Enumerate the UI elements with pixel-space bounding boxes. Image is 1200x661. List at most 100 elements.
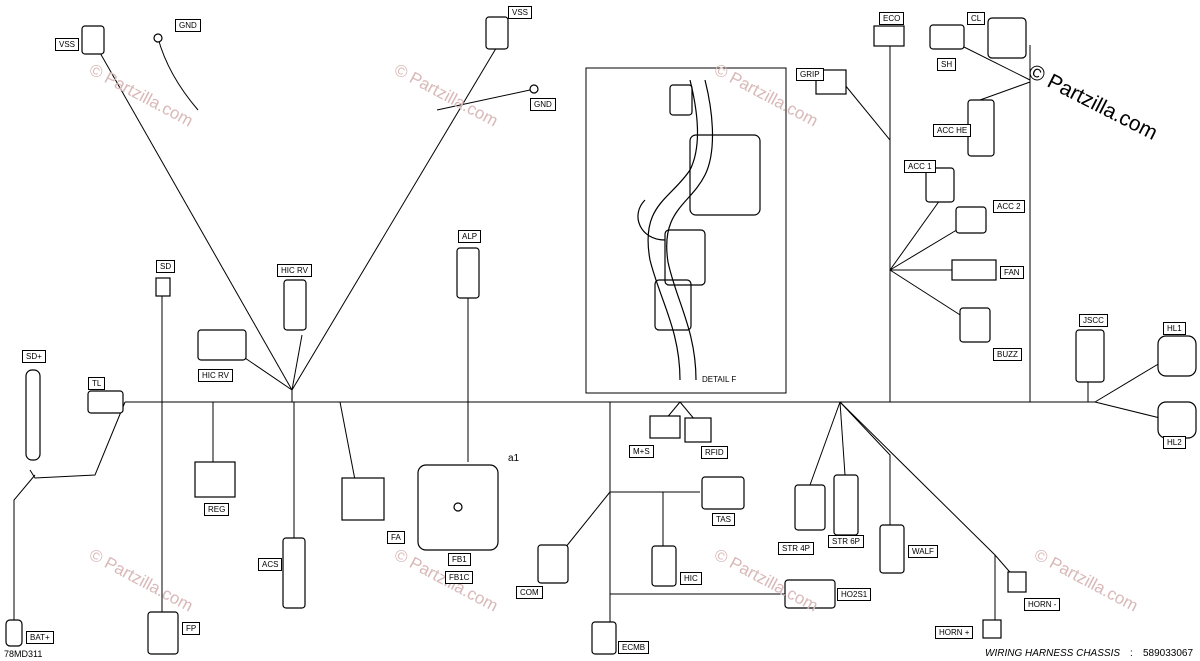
wire-vss-left (94, 43, 293, 391)
label-walf: WALF (908, 545, 938, 558)
reference-a1: a1 (508, 453, 520, 464)
detail-f-frame (585, 67, 787, 394)
wire-sh (959, 44, 1031, 81)
connector-ms (649, 415, 681, 439)
wire-hl2 (1094, 401, 1161, 419)
label-cl: CL (967, 12, 986, 25)
connector-fa (341, 477, 385, 521)
label-tas: TAS (712, 513, 735, 526)
connector-acc-he (967, 99, 995, 157)
connector-eco (873, 25, 905, 47)
connector-str4p (794, 484, 826, 531)
connector-jscc (1075, 329, 1105, 383)
label-vss-right: VSS (508, 6, 533, 19)
connector-rfid (684, 417, 712, 443)
wire-acc1 (889, 199, 941, 271)
connector-sh (929, 24, 965, 50)
label-ho2s1: HO2S1 (837, 588, 872, 601)
label-fa: FA (387, 531, 405, 544)
connector-fan (951, 259, 997, 281)
label-hic-rv-upper: HIC RV (277, 264, 312, 277)
label-fan: FAN (1000, 266, 1024, 279)
title-separator: : (1130, 648, 1133, 659)
connector-sd (155, 277, 171, 297)
connector-acs (282, 537, 306, 609)
diagram-title: WIRING HARNESS CHASSIS (985, 648, 1121, 659)
label-grip: GRIP (796, 68, 824, 81)
label-hl2: HL2 (1163, 436, 1186, 449)
connector-hic-rv-upper (283, 279, 307, 331)
label-com: COM (516, 586, 543, 599)
label-rfid: RFID (701, 446, 728, 459)
connector-walf (879, 524, 905, 574)
connector-fp (147, 611, 179, 655)
connector-ecmb (591, 621, 617, 655)
wire-walf (839, 401, 891, 525)
connector-tas (701, 476, 745, 510)
wire-gnd-right (436, 89, 531, 111)
label-sd: SD (156, 260, 176, 273)
label-buzz: BUZZ (993, 348, 1022, 361)
label-vss-left: VSS (55, 38, 80, 51)
connector-cl (987, 17, 1027, 59)
wire-sd-plus (29, 401, 126, 479)
label-ecmb: ECMB (618, 641, 650, 654)
connector-hl2 (1157, 401, 1197, 439)
label-fb1c: FB1C (445, 571, 474, 584)
wire-bat-plus (13, 474, 36, 622)
label-alp: ALP (458, 230, 482, 243)
label-gnd-left: GND (175, 19, 201, 32)
connector-acc2 (955, 206, 987, 234)
connector-com (537, 544, 569, 584)
connector-hic (651, 545, 677, 587)
connector-str6p (833, 474, 859, 536)
label-horn-plus: HORN + (935, 626, 974, 639)
connector-acc1 (925, 167, 955, 203)
connector-tl (87, 390, 124, 414)
label-jscc: JSCC (1079, 314, 1108, 327)
wire-grip (844, 84, 891, 141)
wire-str4p (809, 401, 841, 486)
wire-hic-rv-lower (244, 357, 293, 391)
connector-vss-left (81, 25, 105, 55)
detail-f-caption: DETAIL F (702, 375, 737, 384)
connector-sd-plus (25, 369, 41, 461)
label-acc1: ACC 1 (904, 160, 936, 173)
drawing-number: 78MD311 (4, 649, 43, 659)
label-acs: ACS (258, 558, 283, 571)
label-str6p: STR 6P (828, 535, 865, 548)
part-number: 589033067 (1143, 648, 1194, 659)
connector-hic-rv-lower (197, 329, 247, 361)
label-ms: M+S (629, 445, 654, 458)
connector-ho2s1 (784, 579, 836, 609)
connector-buzz (959, 307, 991, 343)
label-hic-rv-lower: HIC RV (198, 369, 233, 382)
label-tl: TL (88, 377, 106, 390)
label-fb1: FB1 (448, 553, 471, 566)
wire-buzz (889, 269, 969, 321)
connector-reg (194, 461, 236, 498)
wire-acc2 (889, 224, 966, 271)
connector-bat-plus (5, 619, 23, 647)
label-acc-he: ACC HE (933, 124, 972, 137)
label-gnd-right: GND (530, 98, 556, 111)
wire-com (564, 491, 611, 549)
detail-f-illustration (637, 79, 761, 381)
connector-horn-minus (1007, 571, 1027, 593)
connector-alp (456, 247, 480, 299)
wire-hl1 (1094, 359, 1166, 403)
wire-str6p (839, 401, 846, 476)
connector-horn-plus (982, 619, 1002, 639)
ring-terminal-gnd-left (153, 33, 163, 43)
label-sh: SH (937, 58, 957, 71)
label-fp: FP (182, 622, 201, 635)
wire-rfid (679, 401, 696, 421)
wire-hic-rv-upper (291, 334, 303, 391)
label-bat-plus: BAT+ (26, 631, 54, 644)
wire-fa (339, 401, 356, 481)
wire-gnd-left (157, 37, 199, 111)
label-sd-plus: SD+ (22, 350, 46, 363)
label-str4p: STR 4P (778, 542, 815, 555)
